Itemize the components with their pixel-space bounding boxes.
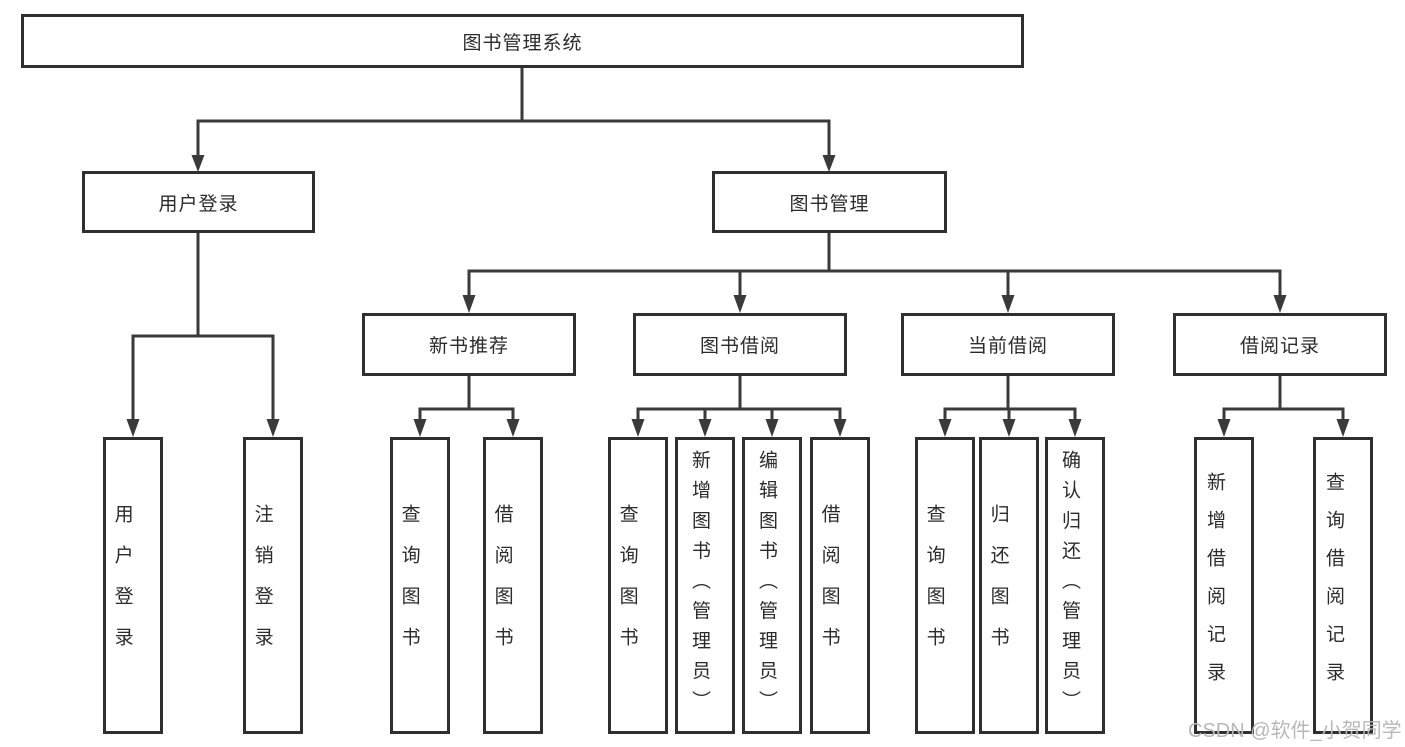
node-user-login: 用户登录 xyxy=(82,171,315,233)
leaf-add-borrow-record-label: 新增借阅记录 xyxy=(1204,471,1225,700)
leaf-query-books-3: 查询图书 xyxy=(915,437,975,734)
leaf-query-borrow-record-label: 查询借阅记录 xyxy=(1323,471,1344,700)
leaf-edit-book-admin-label: 编辑图书（管理员） xyxy=(755,450,777,721)
node-borrowing-records: 借阅记录 xyxy=(1173,313,1387,376)
leaf-borrow-books-2: 借阅图书 xyxy=(810,437,870,734)
node-library-system-label: 图书管理系统 xyxy=(462,32,583,54)
leaf-borrow-books-1-label: 借阅图书 xyxy=(491,503,513,668)
node-book-management: 图书管理 xyxy=(712,171,947,233)
node-library-system: 图书管理系统 xyxy=(21,14,1024,68)
leaf-query-books-2-label: 查询图书 xyxy=(616,503,638,668)
node-new-book-recommend-label: 新书推荐 xyxy=(428,336,509,357)
node-new-book-recommend: 新书推荐 xyxy=(362,313,576,376)
leaf-borrow-books-1: 借阅图书 xyxy=(483,437,543,734)
leaf-user-login: 用户登录 xyxy=(103,437,163,734)
node-book-borrowing-label: 图书借阅 xyxy=(699,336,780,357)
leaf-query-books-2: 查询图书 xyxy=(608,437,668,734)
leaf-return-book-label: 归还图书 xyxy=(987,503,1009,668)
connector-current-borrowing-to-leaves xyxy=(938,376,1082,437)
leaf-add-book-admin-label: 新增图书（管理员） xyxy=(688,450,710,721)
node-current-borrowing-label: 当前借阅 xyxy=(967,336,1048,357)
node-book-borrowing: 图书借阅 xyxy=(633,313,847,376)
leaf-return-book: 归还图书 xyxy=(979,437,1039,734)
node-borrowing-records-label: 借阅记录 xyxy=(1239,336,1320,357)
leaf-query-borrow-record: 查询借阅记录 xyxy=(1313,437,1373,734)
node-current-borrowing: 当前借阅 xyxy=(901,313,1115,376)
connector-user-login-to-leaves xyxy=(126,233,280,437)
leaf-query-books-3-label: 查询图书 xyxy=(923,503,945,668)
node-user-login-label: 用户登录 xyxy=(158,193,239,215)
node-book-management-label: 图书管理 xyxy=(789,193,870,215)
leaf-logout: 注销登录 xyxy=(243,437,303,734)
connector-root-to-level2 xyxy=(191,68,836,172)
leaf-confirm-return-admin: 确认归还（管理员） xyxy=(1045,437,1105,734)
connector-book-management-to-level3 xyxy=(462,233,1287,313)
leaf-logout-label: 注销登录 xyxy=(251,503,273,668)
leaf-borrow-books-2-label: 借阅图书 xyxy=(818,503,840,668)
connector-new-book-recommend-to-leaves xyxy=(413,376,520,437)
leaf-query-books-1-label: 查询图书 xyxy=(398,503,420,668)
leaf-user-login-label: 用户登录 xyxy=(111,503,133,668)
connector-borrowing-records-to-leaves xyxy=(1217,376,1350,437)
leaf-query-books-1: 查询图书 xyxy=(390,437,450,734)
leaf-add-borrow-record: 新增借阅记录 xyxy=(1194,437,1254,734)
leaf-edit-book-admin: 编辑图书（管理员） xyxy=(742,437,802,734)
leaf-add-book-admin: 新增图书（管理员） xyxy=(675,437,735,734)
connector-book-borrowing-to-leaves xyxy=(631,376,847,437)
leaf-confirm-return-admin-label: 确认归还（管理员） xyxy=(1058,450,1080,721)
watermark: CSDN @软件_小贺同学 xyxy=(1188,720,1402,742)
